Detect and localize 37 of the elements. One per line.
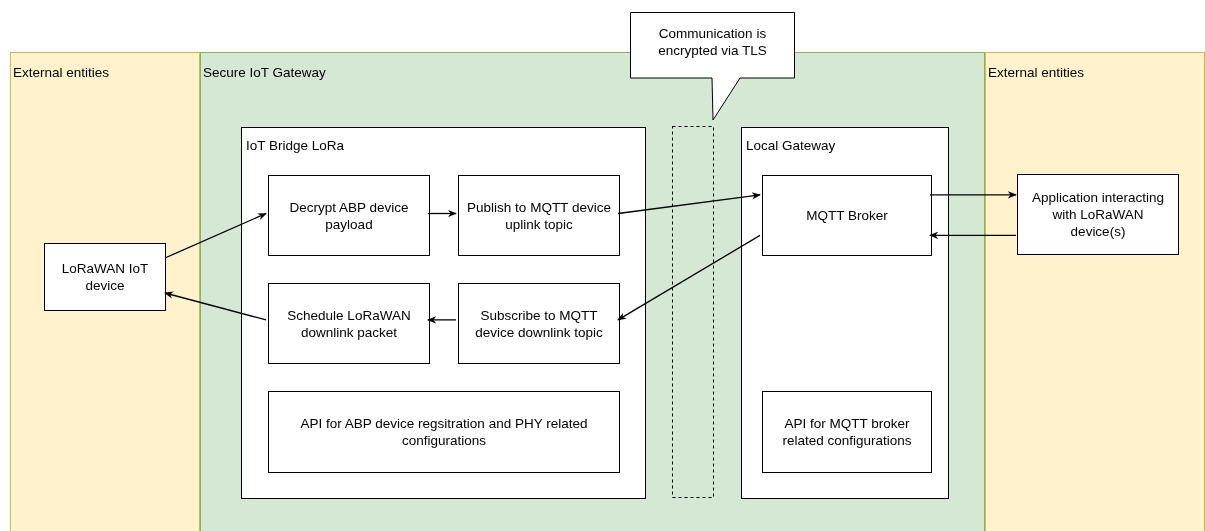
group-container: [241, 127, 646, 499]
process-box: [268, 175, 430, 256]
node-label: API for MQTT broker related configurations: [781, 415, 913, 449]
arrow: [929, 191, 1017, 199]
process-box: [458, 175, 620, 256]
node-label: Subscribe to MQTT device downlink topic: [474, 306, 604, 341]
node-label: MQTT Broker: [805, 207, 889, 224]
process-box: [268, 283, 430, 364]
node-label: Decrypt ABP device payload: [288, 198, 410, 233]
process-box: [268, 391, 620, 473]
group-container: [741, 127, 949, 499]
process-box: [44, 243, 166, 311]
arrow: [617, 192, 761, 215]
container-title: External entities: [13, 64, 110, 81]
callout-bubble: [630, 12, 795, 122]
arrow: [164, 291, 267, 321]
arrow: [617, 234, 761, 321]
zone-panel: [10, 52, 200, 531]
arrow: [427, 316, 457, 324]
process-box: [762, 175, 932, 256]
zone-panel: [985, 52, 1205, 531]
container-title: Local Gateway: [746, 137, 836, 154]
node-label: Communication is encrypted via TLS: [657, 25, 768, 59]
node-label: API for ABP device regsitration and PHY related configurations: [299, 415, 589, 449]
node-label: LoRaWAN IoT device: [60, 260, 150, 294]
arrow: [929, 231, 1017, 239]
node-label: Application interacting with LoRaWAN device(s): [1030, 189, 1166, 240]
arrow: [427, 209, 457, 218]
arrow: [164, 212, 267, 259]
process-box: [458, 283, 620, 364]
container-title: External entities: [988, 64, 1085, 81]
process-box: [1017, 174, 1179, 255]
node-label: Schedule LoRaWAN downlink packet: [286, 306, 412, 341]
node-label: Publish to MQTT device uplink topic: [466, 198, 612, 233]
container-title: IoT Bridge LoRa: [246, 137, 345, 154]
process-box: [762, 391, 932, 473]
container-title: Secure IoT Gateway: [203, 64, 326, 81]
